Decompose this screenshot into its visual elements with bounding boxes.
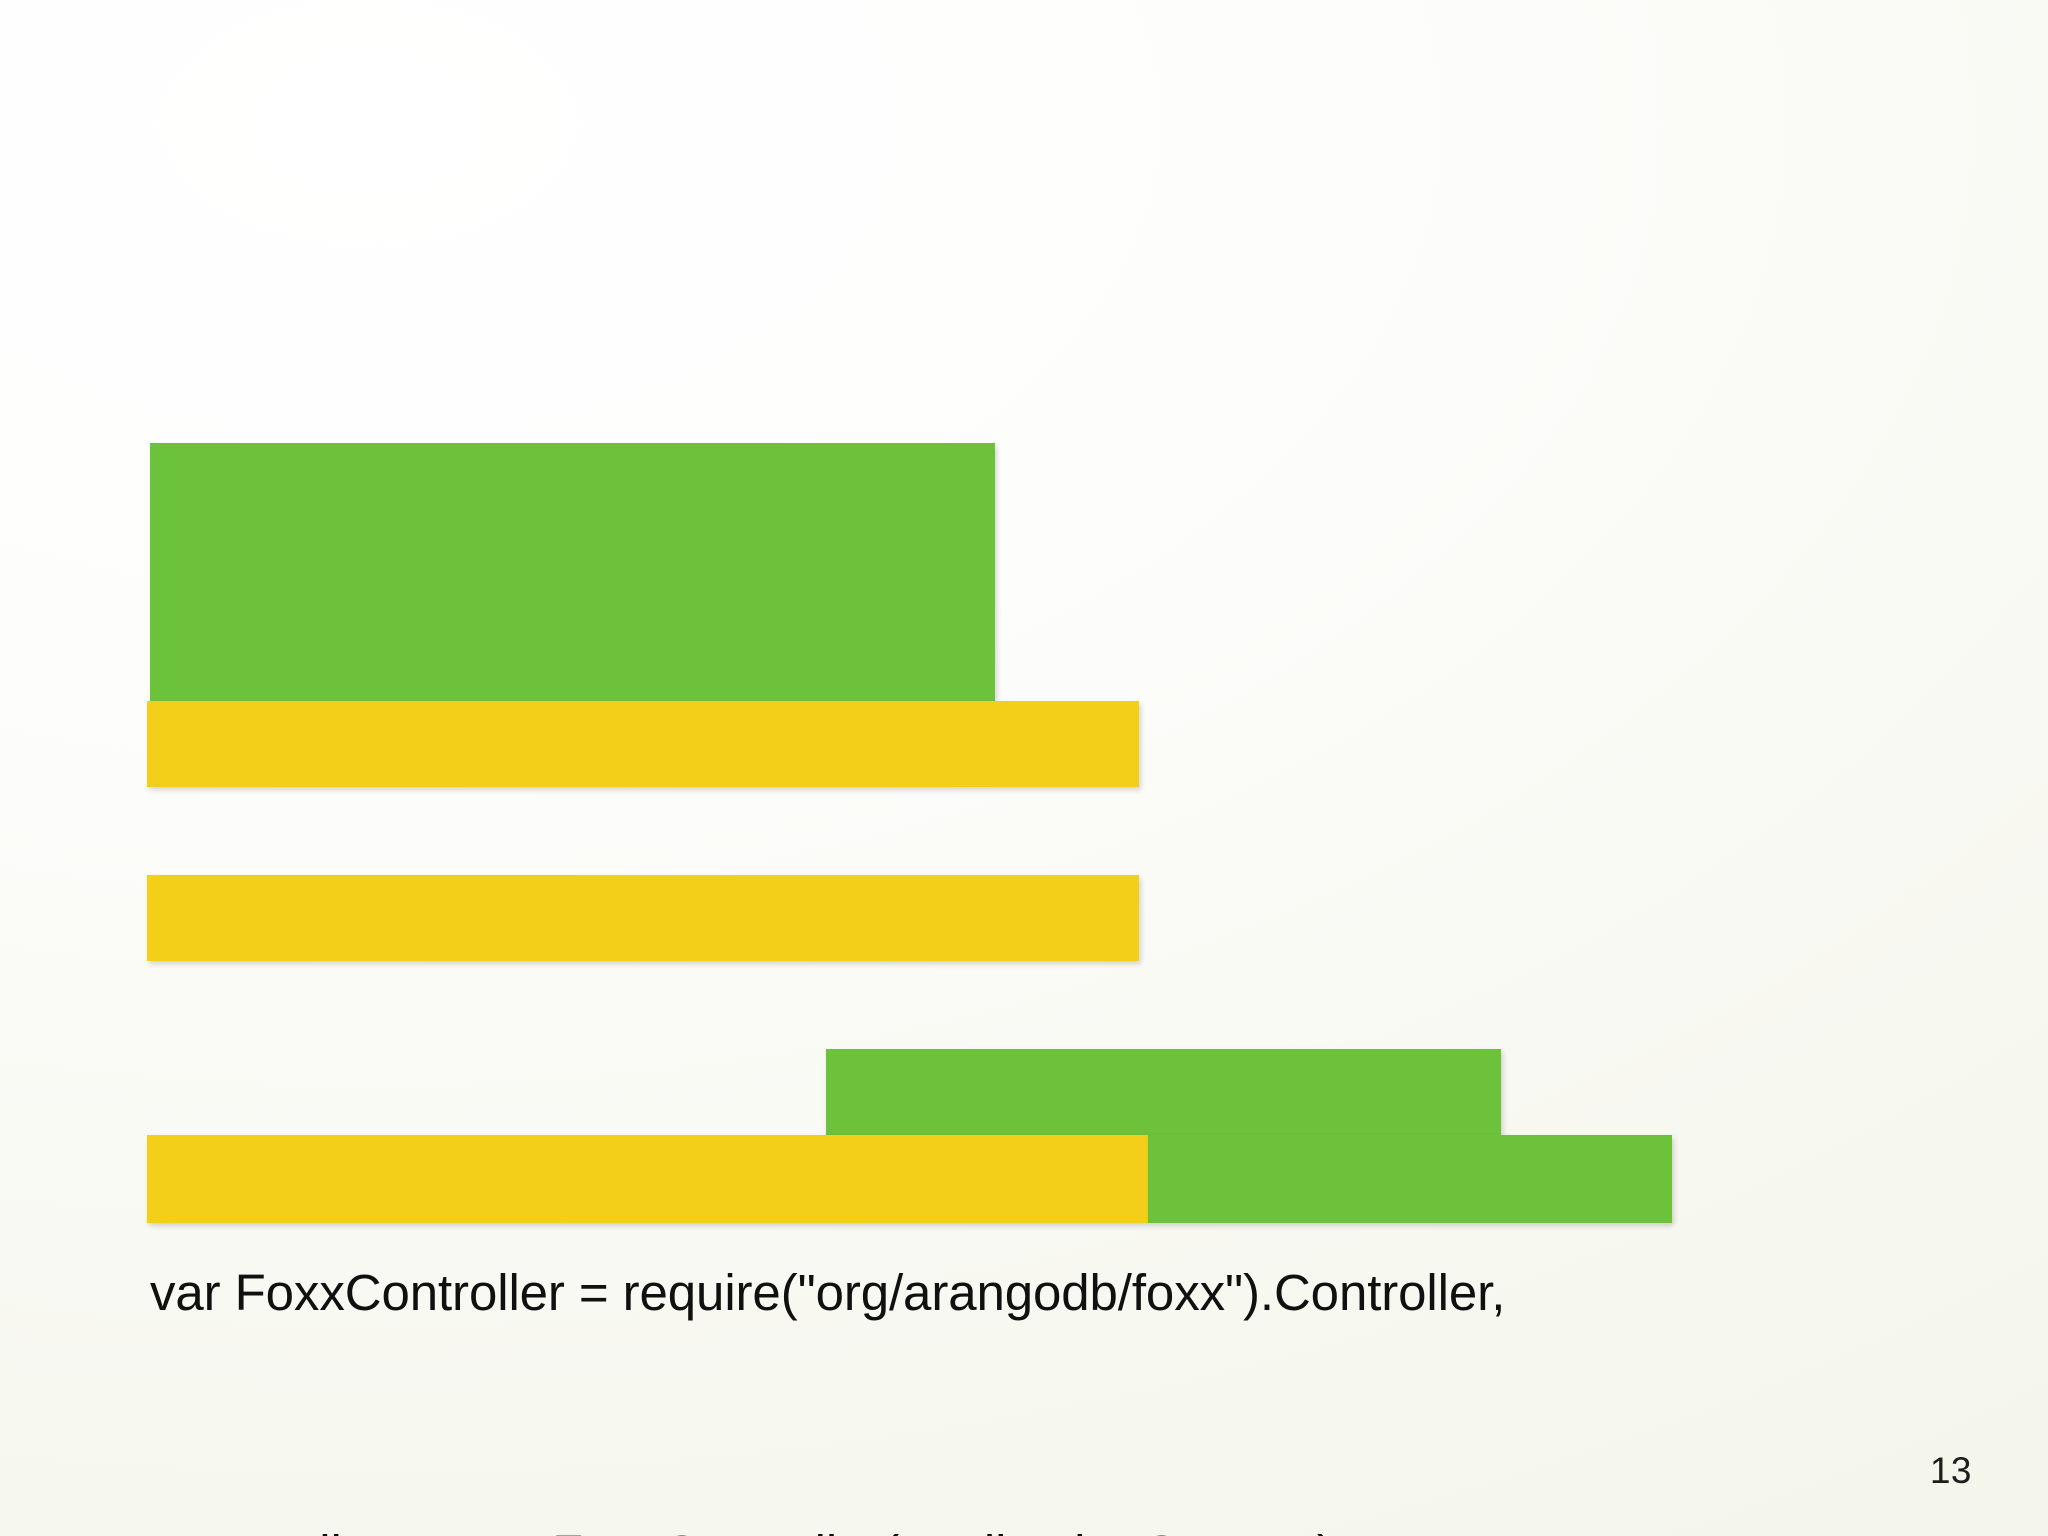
code-line-1: var FoxxController = require("org/arango…: [150, 1249, 1950, 1336]
code-line-2: controller = new FoxxController(applicat…: [150, 1510, 1950, 1536]
highlight-green-description: [1148, 1135, 1672, 1223]
code-line-1-text: var FoxxController = require("org/arango…: [150, 1264, 1506, 1321]
highlight-green-comment: [150, 443, 995, 701]
highlight-yellow-controller-get: [147, 701, 1139, 787]
highlight-yellow-path-param: [147, 1135, 1148, 1223]
highlight-green-error-response: [826, 1049, 1501, 1135]
code-block: var FoxxController = require("org/arango…: [147, 205, 1950, 1536]
page-number: 13: [1929, 1450, 1972, 1491]
highlight-yellow-var-doc: [147, 875, 1139, 961]
code-line-2-text: controller = new FoxxController(applicat…: [150, 1525, 1348, 1536]
